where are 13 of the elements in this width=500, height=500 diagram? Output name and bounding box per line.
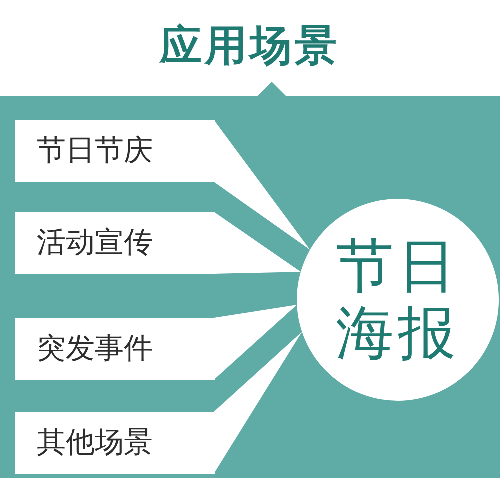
wedge-connector <box>214 305 298 380</box>
circle-text: 节日海报 <box>335 233 461 367</box>
label-box <box>15 120 215 182</box>
label-box <box>15 412 215 474</box>
label-box <box>15 318 215 380</box>
title: 应用场景 <box>158 20 341 72</box>
label-text: 其他场景 <box>37 424 153 461</box>
label-text: 突发事件 <box>37 330 153 367</box>
label-text: 活动宣传 <box>37 224 153 261</box>
wedge-connector <box>214 332 302 474</box>
wedge-connector <box>214 212 301 274</box>
wedge-connector <box>214 120 310 250</box>
label-text: 节日节庆 <box>37 132 153 169</box>
